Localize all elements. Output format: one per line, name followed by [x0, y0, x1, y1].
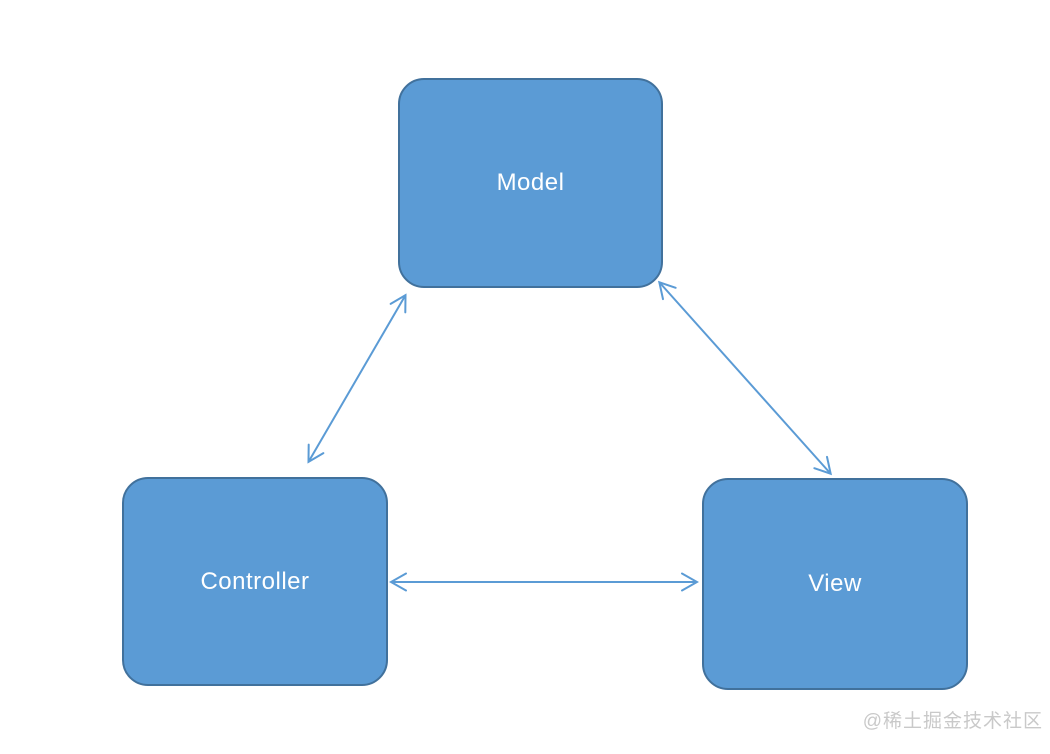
node-model: Model: [398, 78, 663, 288]
edge-model-controller-arrow: [309, 296, 405, 461]
node-controller-label: Controller: [200, 567, 310, 595]
node-view: View: [702, 478, 968, 690]
edge-model-view-arrow: [660, 283, 830, 473]
watermark-text: @稀土掘金技术社区: [862, 711, 1043, 732]
node-controller: Controller: [122, 477, 388, 686]
node-model-label: Model: [496, 169, 565, 196]
node-view-label: View: [808, 570, 862, 597]
